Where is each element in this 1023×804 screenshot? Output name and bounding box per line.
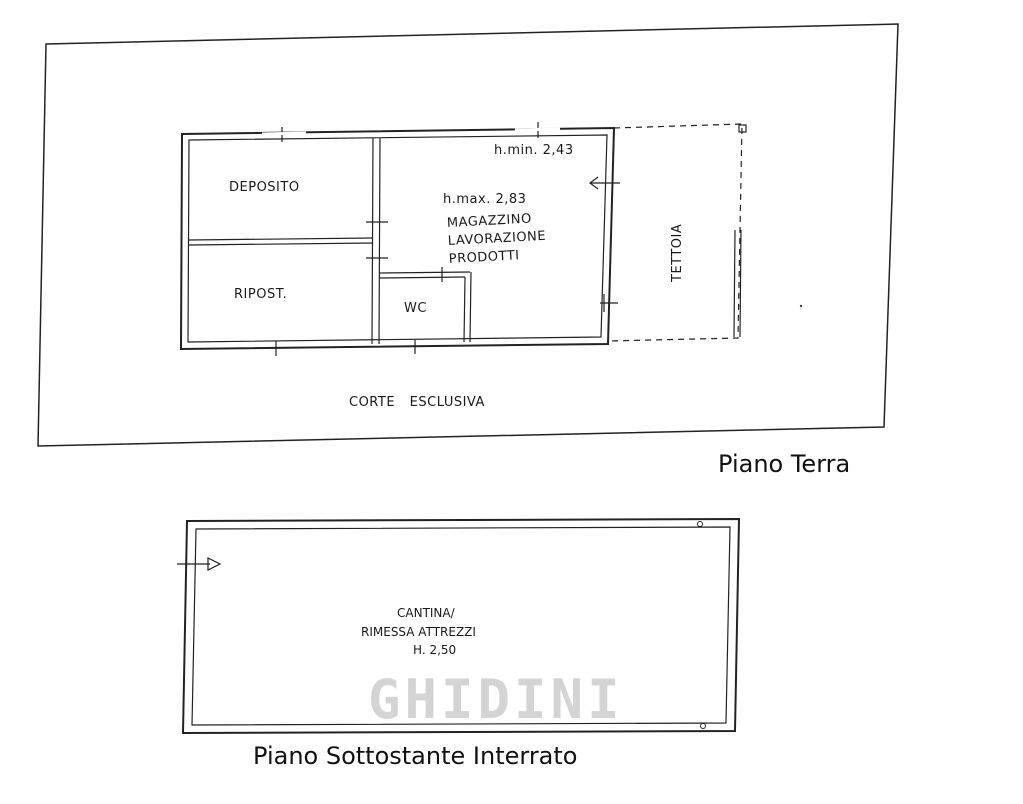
height-label-min: h.min. 2,43 xyxy=(494,143,574,158)
room-label-wc: WC xyxy=(404,301,427,316)
magazzino-line-2: LAVORAZIONE xyxy=(447,229,546,249)
room-label-magazzino: MAGAZZINO LAVORAZIONE PRODOTTI xyxy=(447,212,547,267)
lot-boundary xyxy=(37,23,899,447)
watermark-logo: GHIDINI xyxy=(368,668,624,731)
basement-label-line-1: CANTINA/ xyxy=(397,606,456,620)
building-walls xyxy=(179,126,616,351)
plan-dot xyxy=(799,304,803,308)
entry-arrow-magazzino xyxy=(589,176,620,190)
basement-walls xyxy=(181,517,741,735)
room-label-deposito: DEPOSITO xyxy=(229,180,300,195)
room-label-tettoia: TETTOIA xyxy=(670,224,685,283)
caption-basement: Piano Sottostante Interrato xyxy=(253,742,578,770)
entry-arrow-basement xyxy=(177,557,222,571)
wall-openings xyxy=(261,122,618,356)
magazzino-line-1: MAGAZZINO xyxy=(447,212,533,231)
basement-label-line-2: RIMESSA ATTREZZI xyxy=(361,625,476,639)
tettoia-outline xyxy=(607,123,747,342)
area-label-corte: CORTE ESCLUSIVA xyxy=(349,395,485,410)
room-label-ripost: RIPOST. xyxy=(234,287,287,302)
caption-ground-floor: Piano Terra xyxy=(718,450,851,478)
basement-label-line-3: H. 2,50 xyxy=(413,643,456,657)
magazzino-line-3: PRODOTTI xyxy=(448,248,520,267)
height-label-max: h.max. 2,83 xyxy=(443,192,526,207)
